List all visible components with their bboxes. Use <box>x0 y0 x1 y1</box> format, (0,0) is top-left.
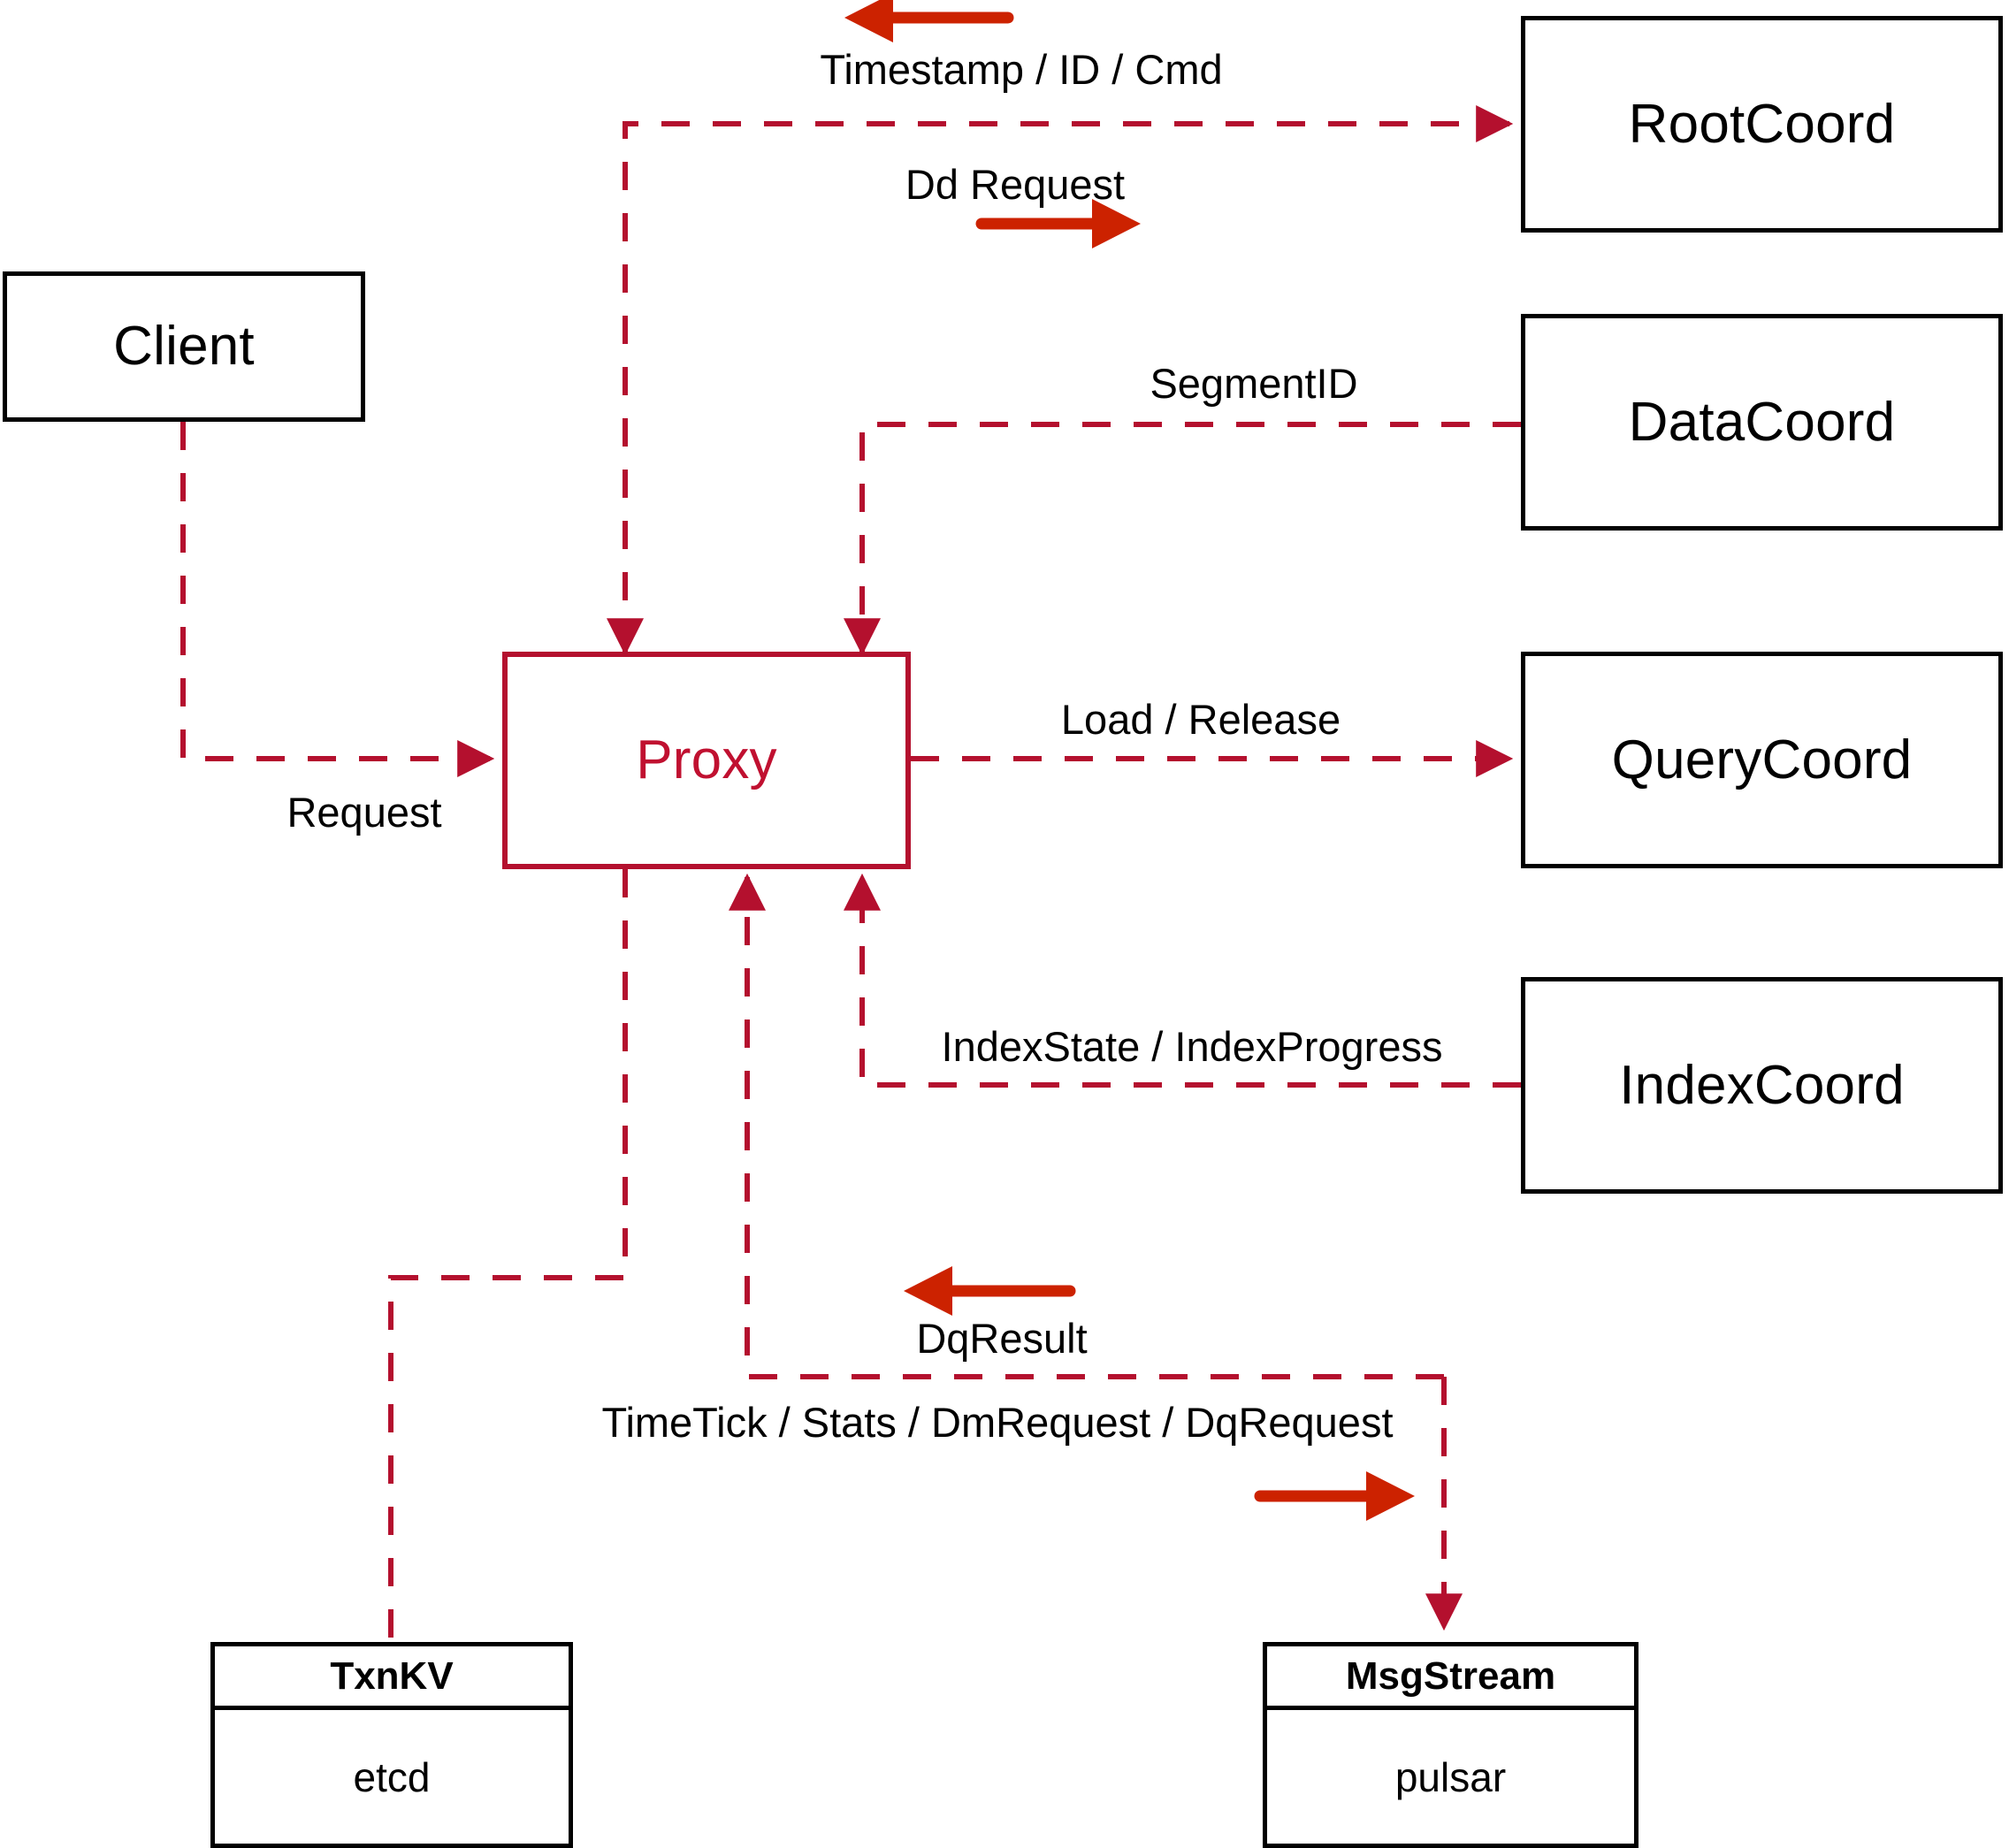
direction-arrow-dd-request <box>975 199 1141 248</box>
edge-client-proxy <box>180 422 495 777</box>
edge-datacoord-proxy <box>844 422 1521 656</box>
edge-label-timetick-stats: TimeTick / Stats / DmRequest / DqRequest <box>601 1399 1394 1446</box>
store-txnkv[interactable]: TxnKV etcd <box>210 1642 573 1848</box>
edge-label-load-release: Load / Release <box>1060 696 1341 743</box>
store-txnkv-body: etcd <box>215 1710 569 1844</box>
node-proxy[interactable]: Proxy <box>502 652 911 869</box>
edge-proxy-txnkv <box>388 869 628 1642</box>
node-client-label: Client <box>113 316 255 377</box>
edge-label-index-state-progress: IndexState / IndexProgress <box>941 1023 1443 1070</box>
node-indexcoord[interactable]: IndexCoord <box>1521 977 2003 1194</box>
store-txnkv-header: TxnKV <box>215 1646 569 1710</box>
node-client[interactable]: Client <box>3 271 365 422</box>
node-querycoord[interactable]: QueryCoord <box>1521 652 2003 868</box>
store-msgstream[interactable]: MsgStream pulsar <box>1263 1642 1639 1848</box>
direction-arrow-timetick <box>1254 1471 1415 1521</box>
store-msgstream-header: MsgStream <box>1267 1646 1634 1710</box>
store-msgstream-impl: pulsar <box>1394 1753 1507 1800</box>
node-indexcoord-label: IndexCoord <box>1619 1054 1905 1116</box>
edge-proxy-rootcoord <box>607 105 1514 656</box>
node-datacoord-label: DataCoord <box>1628 391 1896 453</box>
edge-label-segment-id: SegmentID <box>1150 360 1358 407</box>
edge-msgstream-proxy <box>729 873 1444 1379</box>
store-txnkv-title: TxnKV <box>330 1653 454 1698</box>
edge-indexcoord-proxy <box>844 873 1521 1088</box>
dashed-connectors <box>180 105 1521 1642</box>
direction-arrows <box>844 0 1415 1521</box>
node-datacoord[interactable]: DataCoord <box>1521 314 2003 531</box>
direction-arrow-dqresult <box>904 1266 1076 1316</box>
store-msgstream-title: MsgStream <box>1345 1653 1556 1698</box>
store-txnkv-impl: etcd <box>353 1753 431 1800</box>
node-querycoord-label: QueryCoord <box>1611 729 1913 790</box>
direction-arrow-timestamp <box>844 0 1014 42</box>
edge-label-request: Request <box>286 789 442 836</box>
node-proxy-label: Proxy <box>636 729 777 790</box>
edge-label-timestamp-id-cmd: Timestamp / ID / Cmd <box>820 46 1223 93</box>
edge-label-dd-request: Dd Request <box>905 161 1126 208</box>
store-msgstream-body: pulsar <box>1267 1710 1634 1844</box>
edge-label-dq-result: DqResult <box>916 1315 1088 1362</box>
node-rootcoord-label: RootCoord <box>1628 93 1896 155</box>
node-rootcoord[interactable]: RootCoord <box>1521 16 2003 233</box>
